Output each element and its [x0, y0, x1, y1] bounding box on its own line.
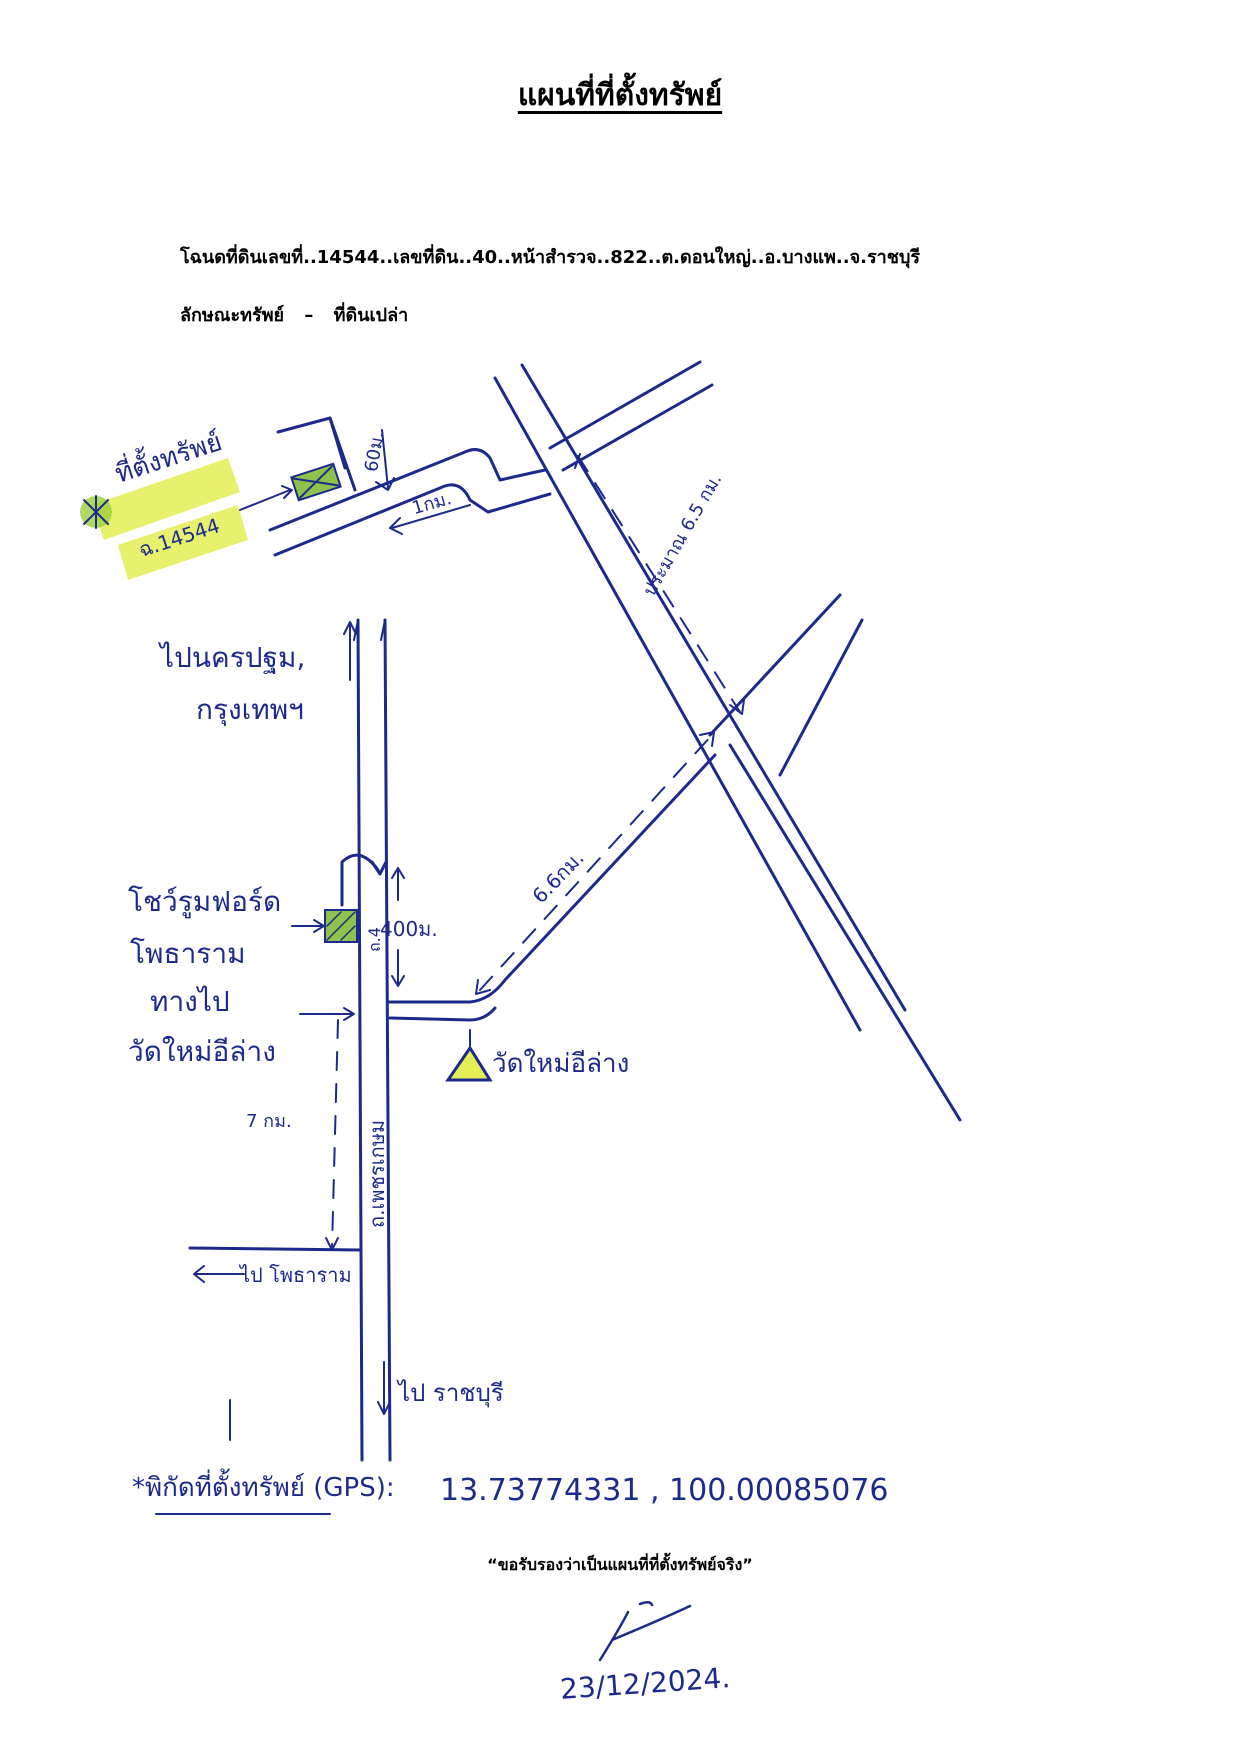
signature [598, 1601, 692, 1662]
temple-road [386, 753, 717, 1022]
temple-label: วัดใหม่อีล่าง [492, 1049, 630, 1079]
photharam-road [188, 1246, 362, 1252]
to-bangkok: กรุงเทพฯ [196, 693, 304, 726]
property-deed-highlight [118, 505, 248, 580]
way-label-line1: ทางไป [150, 985, 230, 1018]
gps-label: *พิกัดที่ตั้งทรัพย์ (GPS): [132, 1473, 395, 1503]
showroom-label-line1: โชว์รูมฟอร์ด [128, 885, 282, 918]
property-type-dash: – [304, 305, 314, 326]
main-road [356, 618, 392, 1462]
temple-marker [445, 1045, 493, 1082]
gps-value: 13.73774331 , 100.00085076 [440, 1473, 889, 1508]
road-code: ถ.4 [365, 927, 384, 952]
property-type-value: ที่ดินเปล่า [333, 305, 409, 326]
property-label-highlight [92, 458, 240, 540]
property-type-label: ลักษณะทรัพย์ [180, 305, 285, 326]
deed-line: โฉนดที่ดินเลขที่..14544..เลขที่ดิน..40..… [180, 247, 921, 268]
showroom-label-line2: โพธาราม [130, 937, 246, 970]
property-type-line: ลักษณะทรัพย์ – ที่ดินเปล่า [180, 300, 408, 329]
page-title: แผนที่ที่ตั้งทรัพย์ [517, 78, 723, 113]
to-photharam: ไป โพธาราม [240, 1263, 352, 1287]
ne-road [548, 360, 714, 472]
to-ratchaburi: ไป ราชบุรี [398, 1379, 504, 1407]
distance-400m: 400ม. [380, 917, 438, 941]
certify-text: “ขอรับรองว่าเป็นแผนที่ที่ตั้งทรัพย์จริง” [487, 1555, 753, 1574]
property-road [268, 448, 552, 557]
diagonal-road-lower [708, 593, 962, 1122]
way-label-line2: วัดใหม่อีล่าง [128, 1035, 276, 1068]
distance-7km: 7 กม. [246, 1111, 292, 1132]
to-nakhon-pathom: ไปนครปฐม, [160, 641, 306, 674]
road-name: ถ.เพชรเกษม [365, 1119, 389, 1228]
diagonal-road-upper [493, 363, 907, 1032]
